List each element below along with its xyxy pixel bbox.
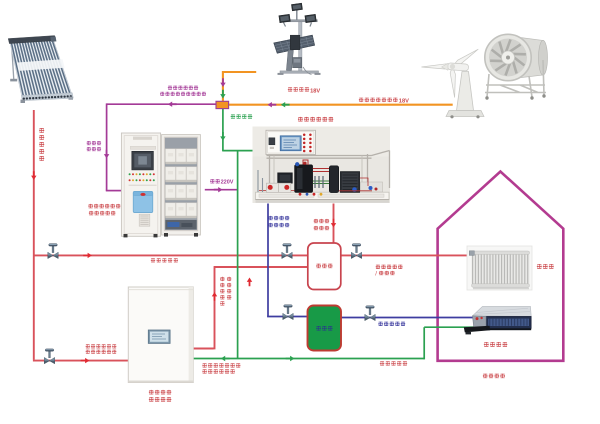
svg-text:18V: 18V [399, 99, 409, 105]
svg-text:220V: 220V [221, 180, 234, 186]
svg-text:/: / [375, 271, 377, 277]
svg-text:18V: 18V [310, 88, 320, 94]
